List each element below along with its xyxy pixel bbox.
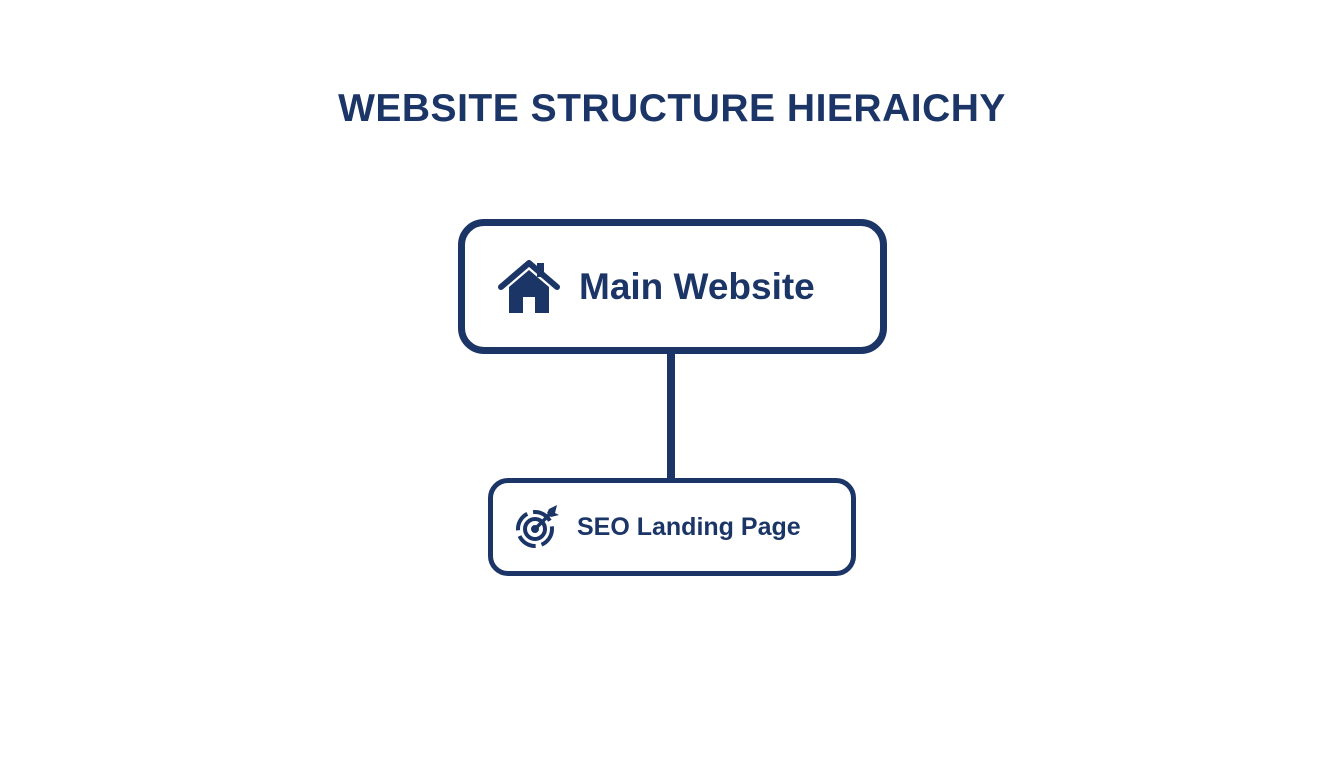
- seo-landing-page-label: SEO Landing Page: [577, 513, 801, 541]
- main-website-node: Main Website: [458, 219, 887, 354]
- seo-landing-page-node: SEO Landing Page: [488, 478, 856, 576]
- target-icon: [513, 503, 561, 551]
- home-icon: [497, 259, 561, 315]
- page-title: WEBSITE STRUCTURE HIERAICHY: [338, 87, 1006, 130]
- hierarchy-connector: [667, 352, 675, 480]
- main-website-label: Main Website: [579, 265, 815, 307]
